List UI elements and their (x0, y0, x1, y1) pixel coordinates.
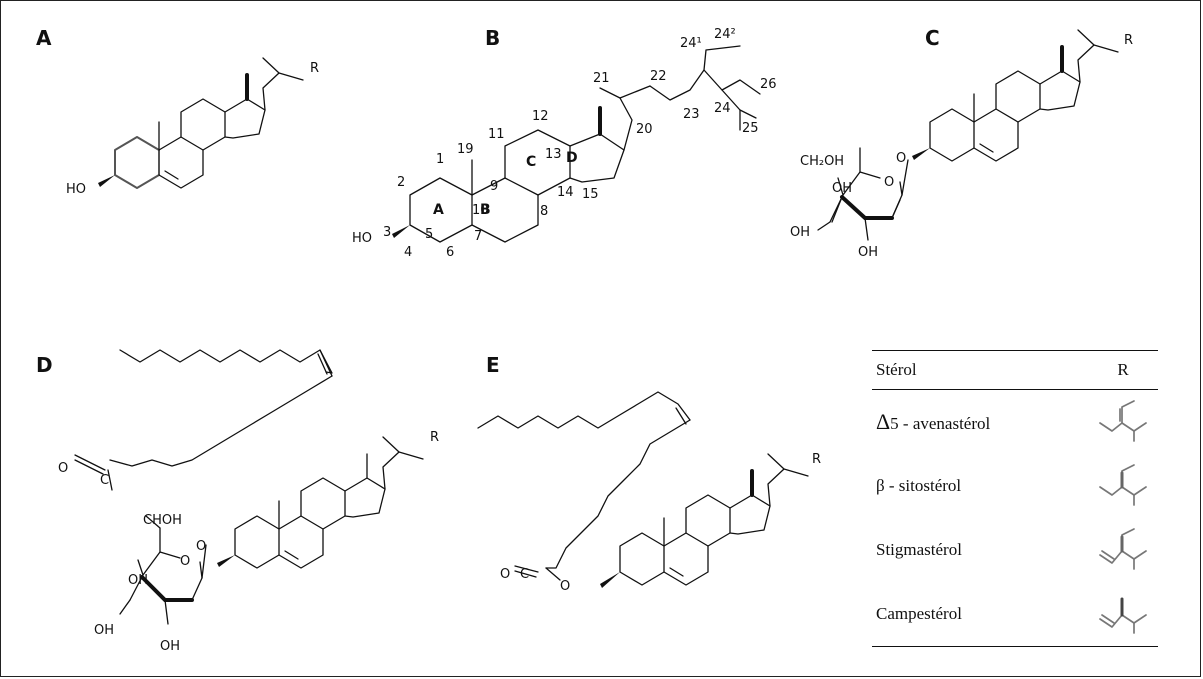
fatty-acid-chain-d (74, 349, 333, 491)
sterol-name: Campestérol (876, 604, 962, 623)
hydroxyl-4-label-c: OH (858, 245, 878, 260)
ring-label-b: B (480, 202, 491, 218)
carbon-15: 15 (582, 187, 599, 202)
carbonyl-oxygen-label-e: O (500, 567, 510, 582)
carbon-2: 2 (397, 175, 405, 190)
choh-label-d: CHOH (143, 513, 182, 528)
table-row: Δ5 - avenastérol (872, 390, 1158, 454)
carbonyl-oxygen-label-d: O (58, 461, 68, 476)
table-row: β - sitostérol (872, 454, 1158, 518)
carbonyl-carbon-label-e: C (520, 567, 529, 582)
avenasterol-side-chain-icon (1088, 397, 1158, 448)
carbon-numbers: 1 2 3 4 5 6 7 8 9 10 11 12 13 14 15 19 2… (383, 27, 777, 260)
sterol-r-group-table: Stérol R Δ5 - avenastérol β - sitostérol… (872, 350, 1158, 647)
carbon-21: 21 (593, 71, 610, 86)
sterol-name: Stigmastérol (876, 540, 962, 559)
ring-label-d: D (566, 150, 578, 166)
sterol-nucleus-a (98, 57, 304, 189)
table-bottom-rule (872, 646, 1158, 647)
sitosterol-numbered-skeleton (392, 45, 761, 243)
header-r: R (1117, 360, 1129, 379)
carbon-6: 6 (446, 245, 454, 260)
carbon-22: 22 (650, 69, 667, 84)
panel-d-letter: D (36, 353, 53, 377)
carbon-5: 5 (425, 227, 433, 242)
panel-e-letter: E (486, 353, 500, 377)
panel-a-letter: A (36, 26, 52, 50)
r-group-label-c: R (1124, 33, 1133, 48)
sterol-nucleus-c (912, 29, 1119, 162)
sterol-nucleus-d (217, 436, 424, 569)
carbon-10: 10 (472, 203, 489, 218)
ring-label-c: C (526, 154, 536, 170)
carbon-1: 1 (436, 152, 444, 167)
hydroxyl-2-label-d: OH (128, 573, 148, 588)
ring-labels: A B C D (433, 150, 578, 218)
hydroxyl-3-label-c: OH (790, 225, 810, 240)
carbon-11: 11 (488, 127, 505, 142)
sterol-name: Δ5 - avenastérol (872, 409, 990, 435)
panel-d: D (36, 349, 439, 654)
panel-b-letter: B (485, 26, 500, 50)
hydroxyl-label-a: HO (66, 182, 86, 197)
carbon-25: 25 (742, 121, 759, 136)
r-group-label-e: R (812, 452, 821, 467)
table-top-rule (872, 350, 1158, 351)
carbon-13: 13 (545, 147, 562, 162)
panel-b: B HO 1 2 3 4 5 6 7 8 9 10 (352, 26, 777, 260)
carbon-24-2: 24² (714, 27, 736, 42)
glucose-ring-c (817, 147, 909, 241)
carbon-4: 4 (404, 245, 412, 260)
sitosterol-side-chain-icon (1088, 461, 1158, 512)
table-row: Campestérol (872, 582, 1158, 646)
table-header: Stérol R (872, 351, 1158, 389)
carbon-12: 12 (532, 109, 549, 124)
glycosidic-oxygen-label-d: O (196, 539, 206, 554)
hydroxyl-4-label-d: OH (160, 639, 180, 654)
carbon-7: 7 (474, 229, 482, 244)
table-row: Stigmastérol (872, 518, 1158, 582)
carbon-14: 14 (557, 185, 574, 200)
r-group-label-d: R (430, 430, 439, 445)
carbon-24-1: 24¹ (680, 36, 702, 51)
carbonyl-carbon-label-d: C (100, 473, 109, 488)
panel-c-letter: C (925, 26, 940, 50)
panel-e: E O C O R (477, 353, 821, 594)
table-header-rule (872, 389, 1158, 390)
delta-symbol: Δ (876, 409, 891, 434)
carbon-19: 19 (457, 142, 474, 157)
sterol-name: β - sitostérol (876, 476, 962, 495)
campesterol-side-chain-icon (1088, 589, 1158, 640)
ring-label-a: A (433, 202, 444, 218)
header-sterol: Stérol (876, 360, 917, 379)
panel-a: A HO R (36, 26, 319, 197)
ring-oxygen-label-c: O (884, 175, 894, 190)
glucose-ring-d (119, 515, 207, 625)
carbon-9: 9 (490, 179, 498, 194)
ch2oh-label-c: CH₂OH (800, 154, 844, 169)
carbon-24: 24 (714, 101, 731, 116)
carbon-3: 3 (383, 225, 391, 240)
carbon-8: 8 (540, 204, 548, 219)
panel-c: C CH₂OH O O OH OH (790, 26, 1133, 260)
carbon-20: 20 (636, 122, 653, 137)
sterol-nucleus-e (600, 453, 809, 588)
sterol-name-text: 5 - avenastérol (890, 414, 991, 433)
ring-oxygen-label-d: O (180, 554, 190, 569)
hydroxyl-3-label-d: OH (94, 623, 114, 638)
hydroxyl-label-b: HO (352, 231, 372, 246)
r-group-label-a: R (310, 61, 319, 76)
stigmasterol-side-chain-icon (1088, 525, 1158, 576)
carbon-23: 23 (683, 107, 700, 122)
glycosidic-oxygen-label-c: O (896, 151, 906, 166)
fatty-acid-chain-e (477, 391, 691, 581)
hydroxyl-2-label-c: OH (832, 181, 852, 196)
ester-oxygen-label-e: O (560, 579, 570, 594)
carbon-26: 26 (760, 77, 777, 92)
